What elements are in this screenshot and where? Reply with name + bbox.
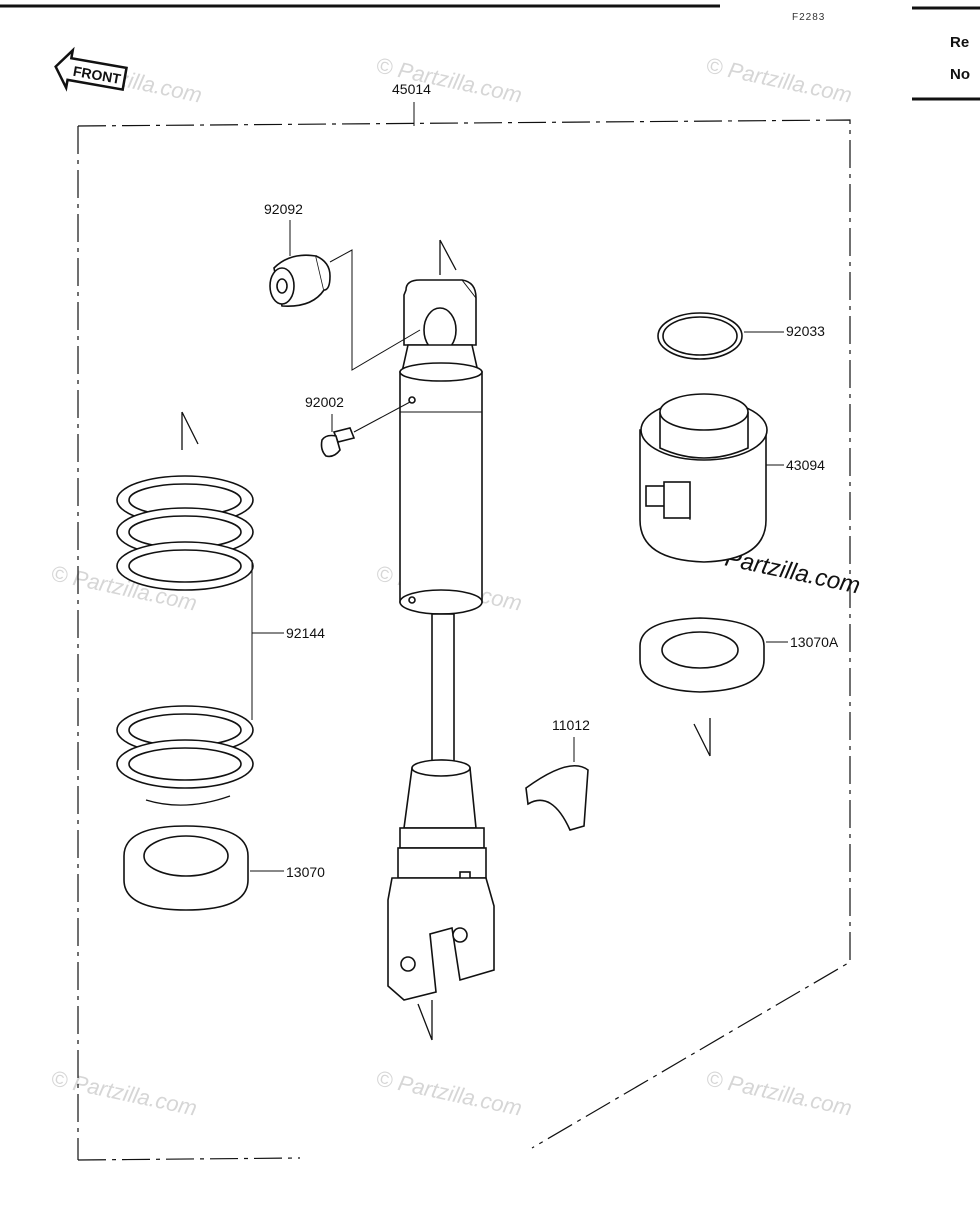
- adjuster-part: [639, 393, 768, 563]
- part-number-11012: 11012: [552, 717, 590, 733]
- reference-code: F2283: [792, 12, 825, 23]
- watermark: © Partzilla.com: [49, 1065, 199, 1120]
- coil-spring-part: [116, 475, 254, 806]
- part-number-43094: 43094: [786, 457, 825, 473]
- part-number-13070: 13070: [286, 864, 325, 880]
- spring-seat-upper-part: [639, 617, 765, 693]
- direction-arrow-icon: [181, 411, 199, 450]
- watermark: © Partzilla.com: [374, 1065, 524, 1120]
- part-number-92144: 92144: [286, 625, 325, 641]
- install-guide-92002: [353, 401, 411, 433]
- direction-arrow-icon: [693, 718, 711, 757]
- side-note-line2: No: [950, 66, 970, 83]
- part-number-92092: 92092: [264, 201, 303, 217]
- install-guide-92092: [329, 249, 421, 371]
- direction-arrow-icon: [439, 239, 457, 275]
- part-number-92002: 92002: [305, 394, 344, 410]
- retaining-clip-part: [525, 764, 589, 831]
- watermark: © Partzilla.com: [704, 52, 854, 107]
- spring-seat-lower-part: [123, 825, 249, 911]
- part-number-92033: 92033: [786, 323, 825, 339]
- watermark: © Partzilla.com: [704, 1065, 854, 1120]
- bushing-part: [269, 254, 331, 307]
- snap-ring-part: [657, 312, 743, 360]
- assembly-boundary: [77, 119, 851, 1161]
- side-note-line1: Re: [950, 34, 969, 51]
- direction-arrow-icon: [417, 1000, 433, 1041]
- shock-absorber: [387, 279, 495, 1001]
- front-direction-badge: FRONT: [54, 46, 128, 92]
- bolt-part: [320, 427, 356, 458]
- part-number-13070A: 13070A: [790, 634, 839, 650]
- front-arrow-icon: [54, 46, 128, 92]
- assembly-label: 45014: [392, 81, 431, 97]
